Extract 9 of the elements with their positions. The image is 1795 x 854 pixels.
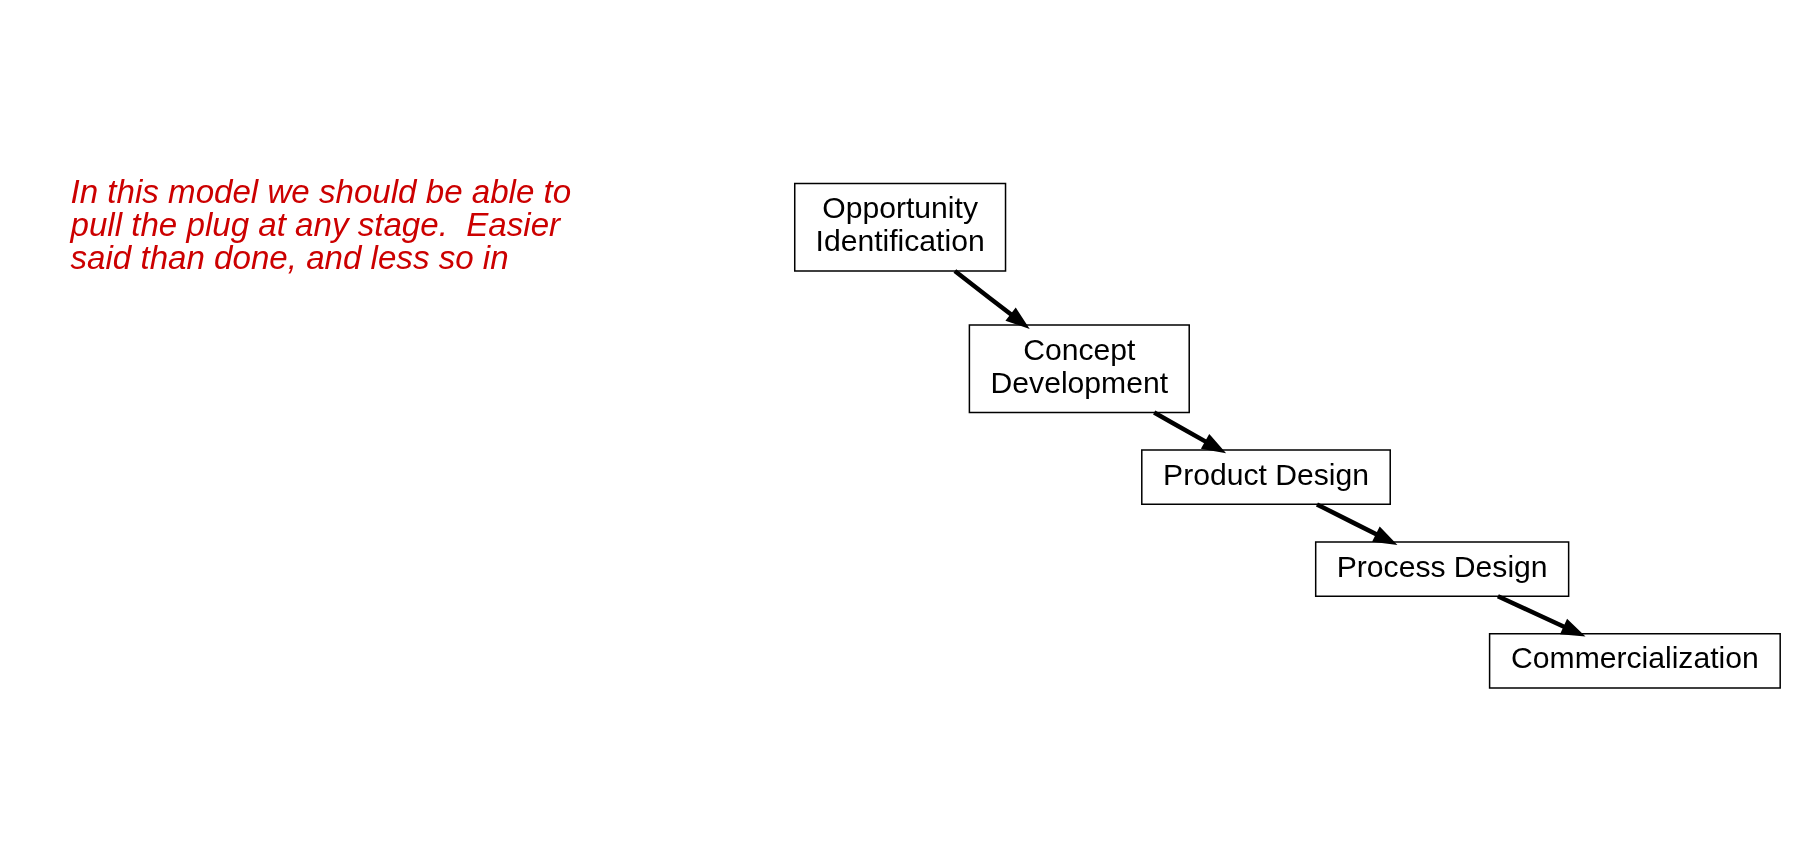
arrow [953, 268, 1030, 329]
arrow [1315, 501, 1398, 545]
label: In this model we should be able to pull the plug at any stage. Easier said than done, and less so in [70, 172, 572, 276]
arrow [1153, 410, 1227, 453]
node-box: Commercialization [1488, 632, 1781, 689]
node-box: Process Design [1314, 540, 1570, 597]
node-box: Product Design [1141, 448, 1391, 505]
node-box: Concept Development [968, 323, 1190, 413]
node-box: Opportunity Identification [794, 182, 1007, 272]
